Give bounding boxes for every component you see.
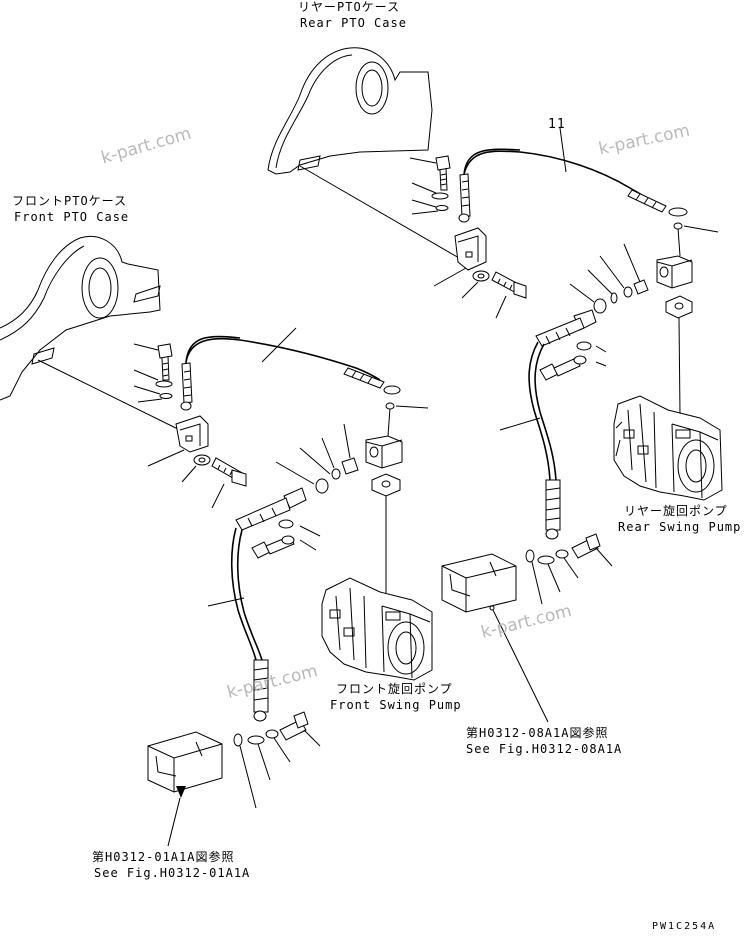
front-lower-fittings (233, 711, 321, 809)
rear-reference-block (441, 553, 517, 613)
front-flange (371, 473, 401, 497)
rear-lower-hose (528, 309, 597, 540)
rear-clamp-bolt (491, 271, 527, 299)
front-valve-block (365, 435, 403, 469)
front-hose-washer (278, 519, 294, 529)
rear-hose-11 (458, 148, 688, 223)
rear-hose-bolt (539, 357, 581, 381)
rear-pto-case-label-jp: リヤーPTOケース (298, 0, 401, 14)
rear-pto-case (267, 47, 433, 175)
front-swing-pump-label-jp: フロント旋回ポンプ (336, 682, 453, 696)
rear-lower-fittings (525, 533, 613, 605)
front-upper-bolt (133, 343, 173, 403)
rear-pto-case-label-en: Rear PTO Case (300, 16, 407, 30)
rear-clamp-washer (472, 270, 490, 282)
front-reference-block (147, 731, 223, 793)
rear-clamp (454, 227, 487, 271)
front-clamp-bolt (211, 457, 247, 487)
front-small-parts (275, 423, 359, 494)
rear-swing-pump (613, 395, 723, 501)
rear-swing-pump-label-en: Rear Swing Pump (618, 520, 742, 534)
rear-swing-pump-label-jp: リヤー旋回ポンプ (624, 504, 728, 518)
reference-08a1a-label-jp: 第H0312-08A1A図参照 (466, 726, 609, 740)
front-clamp (175, 415, 209, 453)
front-pto-case-label-jp: フロントPTOケース (12, 194, 128, 208)
front-pto-case-label-en: Front PTO Case (14, 210, 130, 224)
front-upper-hose (180, 335, 401, 411)
rear-small-parts (569, 243, 649, 314)
front-swing-pump (321, 577, 433, 681)
reference-01a1a-label-en: See Fig.H0312-01A1A (94, 866, 251, 880)
reference-01a1a-label-jp: 第H0312-01A1A図参照 (92, 850, 235, 864)
figure-code: PW1C254A (652, 921, 717, 932)
part-number-11: 11 (548, 117, 566, 132)
front-pto-case (0, 236, 161, 401)
reference-08a1a-label-en: See Fig.H0312-08A1A (466, 742, 623, 756)
rear-flange (665, 295, 693, 319)
front-lower-hose (230, 487, 307, 722)
rear-upper-bolt (409, 155, 451, 215)
front-swing-pump-label-en: Front Swing Pump (330, 698, 462, 712)
rear-valve-block (656, 255, 693, 289)
rear-hose-washer (576, 341, 592, 351)
front-clamp-washer (193, 454, 211, 466)
